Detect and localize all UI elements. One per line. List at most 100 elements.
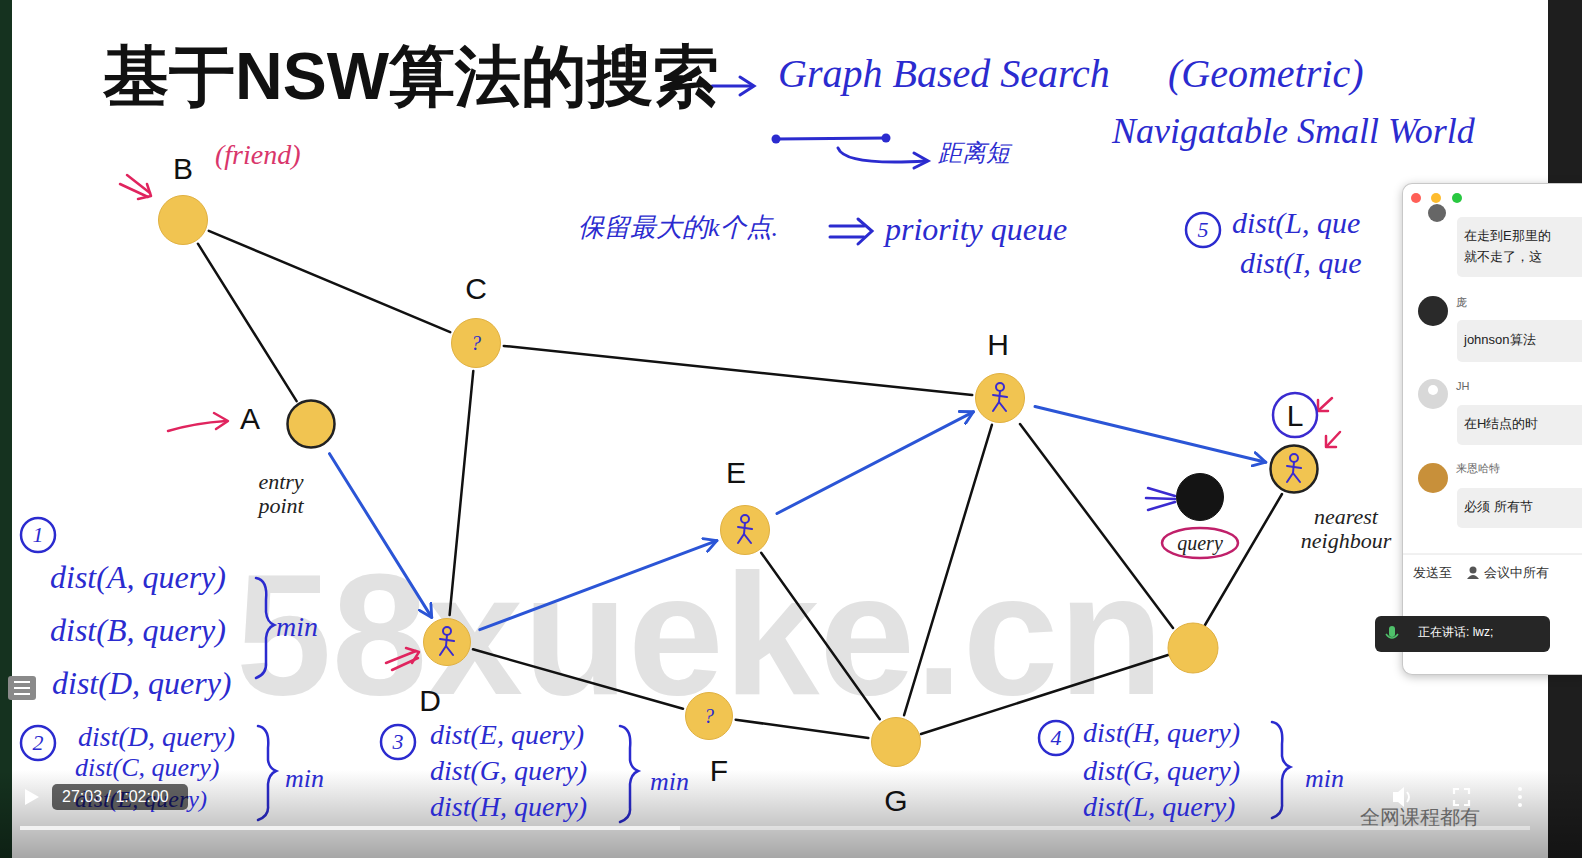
graph-node: H	[974, 372, 1026, 424]
decoration	[1039, 721, 1073, 755]
decoration	[21, 518, 55, 552]
handwritten-note: dist(L, que	[1232, 206, 1360, 239]
decoration	[1457, 320, 1582, 362]
node-label: G	[884, 784, 907, 817]
decoration	[776, 138, 886, 139]
decoration	[1457, 217, 1582, 277]
node-circle	[157, 194, 209, 246]
graph-edge	[209, 231, 450, 332]
handwritten-note: dist(D, query)	[78, 722, 235, 753]
list-icon	[8, 676, 36, 700]
graph-node: B	[157, 194, 209, 246]
decoration	[1318, 400, 1328, 411]
chat-send-target: 发送至	[1413, 566, 1452, 580]
node-label: ?	[704, 705, 714, 727]
highlight-ring	[1273, 393, 1317, 437]
search-step-arrow	[1035, 407, 1266, 463]
window-strip	[0, 0, 12, 858]
node-label: L	[1287, 399, 1304, 432]
handwritten-note: dist(I, que	[1240, 246, 1362, 279]
handwritten-note: dist(G, query)	[1083, 756, 1240, 787]
edge-sketch	[776, 138, 928, 168]
decoration	[1418, 463, 1448, 493]
decoration	[838, 148, 926, 162]
decoration	[1293, 462, 1294, 473]
node-circle	[422, 617, 472, 667]
decoration	[1287, 466, 1301, 468]
walker-figure	[440, 383, 1301, 655]
decoration	[1407, 792, 1409, 802]
decoration	[738, 534, 744, 543]
graph-node: E	[719, 504, 771, 556]
graph-edge	[450, 371, 474, 615]
decoration	[1454, 789, 1459, 794]
decoration	[1393, 787, 1404, 807]
node-circle-shape	[721, 506, 770, 555]
pointer-arrow	[1146, 488, 1175, 510]
decoration	[446, 646, 453, 655]
graph-node: Aentry point	[286, 399, 336, 449]
chat-message: johnson算法	[1464, 333, 1536, 347]
decoration	[1518, 787, 1522, 791]
search-step-arrow	[777, 412, 973, 514]
node-circle	[719, 504, 771, 556]
decoration	[1431, 193, 1441, 203]
edge-dot	[772, 135, 781, 144]
decoration	[1290, 454, 1298, 462]
decoration	[120, 184, 148, 197]
decoration	[1467, 575, 1479, 579]
chat-sender: JH	[1456, 380, 1469, 392]
decoration	[1418, 379, 1448, 409]
decoration	[1403, 554, 1582, 555]
decoration	[406, 648, 419, 663]
chat-send-target: 会议中所有	[1484, 566, 1549, 580]
node-circle	[1175, 472, 1225, 522]
handwritten-note: dist(L, query)	[1083, 792, 1235, 823]
graph-node: C?	[450, 317, 502, 369]
highlight-ring	[1162, 528, 1238, 558]
graph-edge	[198, 244, 297, 401]
node-label: B	[173, 152, 193, 185]
mic-icon	[1383, 616, 1403, 652]
decoration	[744, 523, 745, 534]
decoration	[440, 646, 446, 655]
decoration	[443, 627, 451, 635]
pointer-arrow	[120, 175, 1340, 670]
decoration	[858, 219, 872, 244]
handwritten-note: dist(H, query)	[1083, 718, 1240, 749]
decoration	[14, 681, 30, 683]
handwritten-note: Navigatable Small World	[1112, 112, 1475, 152]
node-circle	[286, 399, 336, 449]
slide-title: 基于NSW算法的搜索	[103, 40, 719, 113]
step-number: 3	[393, 730, 404, 754]
handwritten-note: (Geometric)	[1168, 52, 1363, 96]
handwritten-note: dist(A, query)	[50, 560, 226, 595]
search-step-arrow	[480, 541, 717, 630]
handwritten-note: dist(C, query)	[75, 754, 219, 783]
node-note: F	[710, 754, 728, 787]
node-label: D	[419, 684, 441, 717]
search-step-arrow	[330, 454, 432, 618]
node-circle-shape	[1271, 446, 1318, 493]
decoration	[1518, 795, 1522, 799]
decoration	[744, 534, 751, 543]
decoration	[993, 383, 1007, 411]
decoration	[999, 402, 1006, 411]
decoration	[738, 515, 752, 543]
node-circle-shape	[872, 718, 921, 767]
decoration	[1428, 385, 1438, 395]
decoration	[1148, 502, 1175, 510]
decoration	[1293, 473, 1300, 482]
decoration	[1518, 803, 1522, 807]
decoration	[1148, 488, 1175, 496]
handwritten-note: dist(D, query)	[52, 666, 232, 701]
node-circle-shape	[686, 693, 733, 740]
node-label: C	[465, 272, 487, 305]
handwritten-note: 保留最大的k个点.	[578, 214, 778, 243]
node-label: H	[987, 328, 1009, 361]
decoration	[1457, 405, 1582, 445]
decoration	[14, 687, 30, 689]
decoration	[1454, 800, 1459, 805]
chat-message: 在H结点的时	[1464, 417, 1538, 431]
decoration	[914, 153, 928, 168]
